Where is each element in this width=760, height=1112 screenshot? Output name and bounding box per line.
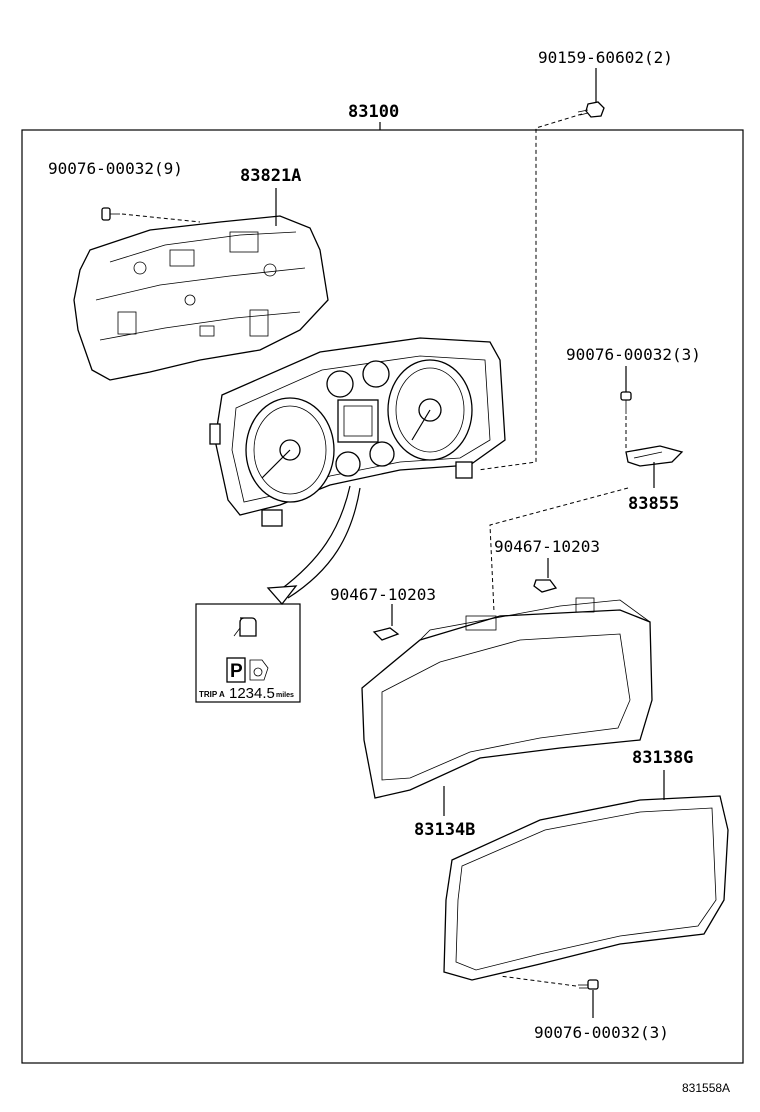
odometer-unit: miles — [276, 692, 294, 699]
screw-right-part — [620, 366, 632, 448]
detail-arrow — [266, 485, 361, 606]
cluster-part — [209, 337, 506, 527]
screw-bottom-part — [499, 975, 599, 1018]
bracket-part — [489, 445, 684, 613]
assembly-frame — [21, 129, 744, 1064]
figure-code: 831558A — [682, 1081, 730, 1095]
label-clip-left: 90467-10203 — [330, 585, 436, 604]
display-inset: P TRIP A 1234.5 miles — [195, 603, 301, 703]
screw-top-part — [477, 68, 605, 471]
gear-indicator: P — [230, 661, 243, 682]
label-clip-right: 90467-10203 — [494, 537, 600, 556]
label-bracket: 83855 — [628, 494, 679, 514]
label-screw-top: 90159-60602(2) — [538, 48, 673, 67]
cover-part — [361, 597, 653, 816]
screw-left-part — [101, 207, 201, 223]
label-screw-left: 90076-00032(9) — [48, 159, 183, 178]
case-part — [73, 188, 329, 381]
label-window: 83138G — [632, 748, 693, 768]
label-screw-right: 90076-00032(3) — [566, 345, 701, 364]
trip-label: TRIP A — [199, 690, 225, 699]
window-part — [443, 770, 729, 981]
clip-right-part — [533, 558, 558, 593]
odometer-value: 1234.5 — [229, 685, 275, 702]
label-case: 83821A — [240, 166, 301, 186]
label-assembly: 83100 — [348, 102, 399, 122]
label-screw-bottom: 90076-00032(3) — [534, 1023, 669, 1042]
clip-left-part — [372, 604, 400, 641]
label-cover: 83134B — [414, 820, 475, 840]
